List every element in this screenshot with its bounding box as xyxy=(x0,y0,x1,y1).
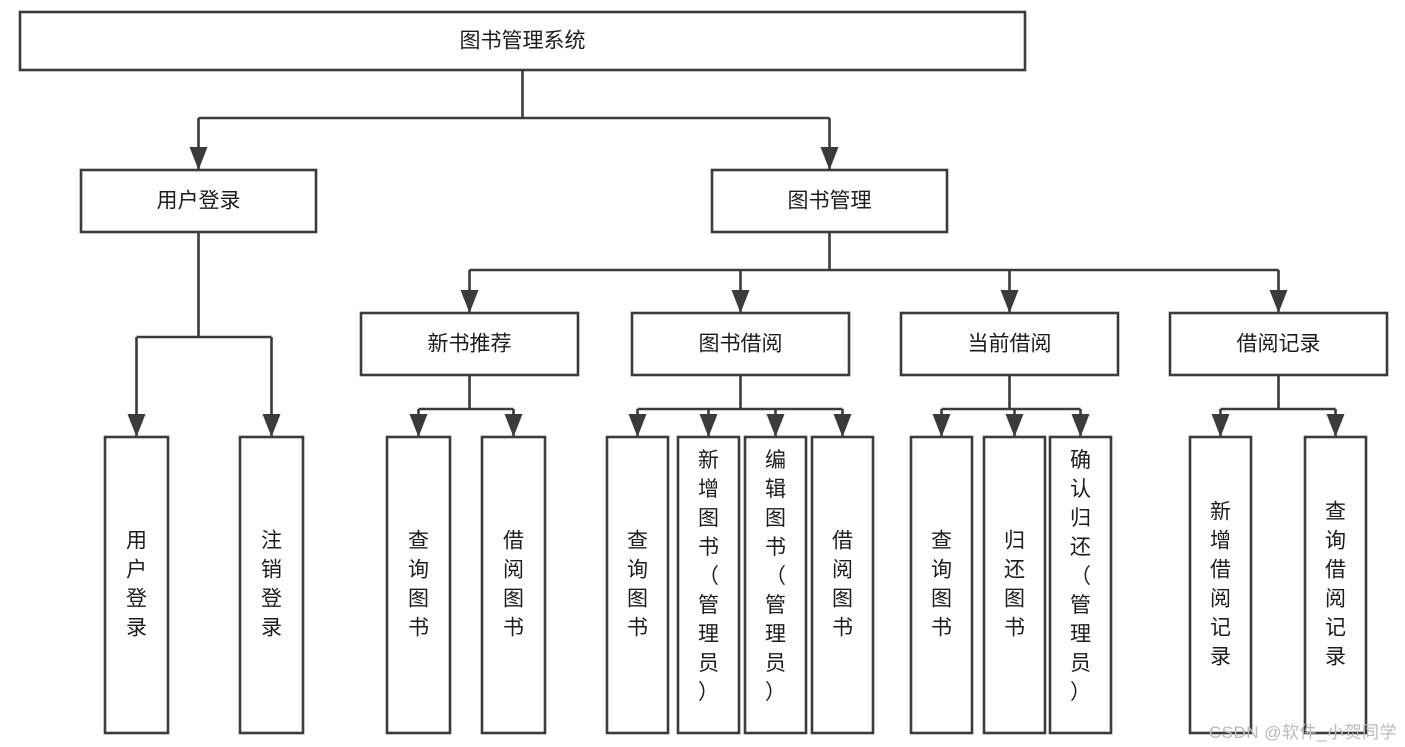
node-root-system[interactable]: 图书管理系统 xyxy=(18,10,1027,72)
arrow-head-icon xyxy=(1071,414,1090,437)
node-leaf-confirm-return-admin[interactable]: 确认归还（管理员） xyxy=(1048,435,1113,735)
node-book-borrow[interactable]: 图书借阅 xyxy=(630,311,851,377)
node-leaf-add-borrow-record[interactable]: 新增借阅记录 xyxy=(1188,435,1253,735)
node-leaf-query-book-1-label: 查询图书 xyxy=(408,530,429,640)
arrow-head-icon xyxy=(504,414,523,437)
arrow-head-icon xyxy=(820,147,839,170)
node-book-management[interactable]: 图书管理 xyxy=(710,168,949,234)
arrow-head-icon xyxy=(932,414,951,437)
node-leaf-borrow-book-1[interactable]: 借阅图书 xyxy=(480,435,547,735)
connectors-layer xyxy=(127,70,1345,437)
node-leaf-add-borrow-record-label: 新增借阅记录 xyxy=(1210,501,1231,669)
node-leaf-user-logout[interactable]: 注销登录 xyxy=(238,435,305,735)
node-leaf-borrow-book-2[interactable]: 借阅图书 xyxy=(810,435,875,735)
node-borrow-records-label: 借阅记录 xyxy=(1237,333,1321,356)
node-book-management-label: 图书管理 xyxy=(788,190,872,213)
nodes-layer: 图书管理系统用户登录图书管理新书推荐图书借阅当前借阅借阅记录用户登录注销登录查询… xyxy=(18,10,1389,735)
arrow-head-icon xyxy=(1005,414,1024,437)
node-leaf-user-login-label: 用户登录 xyxy=(126,530,147,640)
arrow-head-icon xyxy=(628,414,647,437)
node-leaf-add-book-admin-label: 新增图书（管理员） xyxy=(698,449,719,704)
node-leaf-return-book-label: 归还图书 xyxy=(1004,530,1025,640)
arrow-head-icon xyxy=(460,290,479,313)
arrow-head-icon xyxy=(766,414,785,437)
node-borrow-records[interactable]: 借阅记录 xyxy=(1168,311,1389,377)
node-leaf-query-book-2[interactable]: 查询图书 xyxy=(605,435,670,735)
node-leaf-user-login[interactable]: 用户登录 xyxy=(103,435,170,735)
arrow-head-icon xyxy=(1326,414,1345,437)
node-leaf-edit-book-admin-label: 编辑图书（管理员） xyxy=(765,449,786,704)
node-leaf-user-logout-label: 注销登录 xyxy=(261,530,282,640)
node-leaf-query-book-1[interactable]: 查询图书 xyxy=(385,435,452,735)
arrow-head-icon xyxy=(409,414,428,437)
arrow-head-icon xyxy=(833,414,852,437)
node-user-login[interactable]: 用户登录 xyxy=(79,168,318,234)
node-leaf-borrow-book-1-label: 借阅图书 xyxy=(503,530,524,640)
node-leaf-confirm-return-admin-label: 确认归还（管理员） xyxy=(1070,449,1091,704)
arrow-head-icon xyxy=(127,414,146,437)
arrow-head-icon xyxy=(1000,290,1019,313)
node-current-borrow-label: 当前借阅 xyxy=(968,333,1052,356)
node-leaf-query-borrow-record-label: 查询借阅记录 xyxy=(1325,501,1346,669)
node-leaf-return-book[interactable]: 归还图书 xyxy=(982,435,1047,735)
node-new-book-recommend-label: 新书推荐 xyxy=(428,333,512,356)
node-leaf-edit-book-admin[interactable]: 编辑图书（管理员） xyxy=(743,435,808,735)
node-leaf-borrow-book-2-label: 借阅图书 xyxy=(832,530,853,640)
node-current-borrow[interactable]: 当前借阅 xyxy=(899,311,1120,377)
node-leaf-query-book-3-label: 查询图书 xyxy=(931,530,952,640)
csdn-watermark: CSDN @软件_小贺同学 xyxy=(1208,723,1397,742)
node-leaf-query-book-2-label: 查询图书 xyxy=(627,530,648,640)
node-book-borrow-label: 图书借阅 xyxy=(699,333,783,356)
arrow-head-icon xyxy=(262,414,281,437)
node-user-login-label: 用户登录 xyxy=(157,190,241,213)
node-new-book-recommend[interactable]: 新书推荐 xyxy=(359,311,580,377)
node-leaf-add-book-admin[interactable]: 新增图书（管理员） xyxy=(676,435,741,735)
arrow-head-icon xyxy=(1269,290,1288,313)
node-leaf-query-book-3[interactable]: 查询图书 xyxy=(909,435,974,735)
node-leaf-query-borrow-record[interactable]: 查询借阅记录 xyxy=(1303,435,1368,735)
arrow-head-icon xyxy=(189,147,208,170)
node-root-system-label: 图书管理系统 xyxy=(460,30,586,53)
arrow-head-icon xyxy=(731,290,750,313)
arrow-head-icon xyxy=(699,414,718,437)
arrow-head-icon xyxy=(1211,414,1230,437)
